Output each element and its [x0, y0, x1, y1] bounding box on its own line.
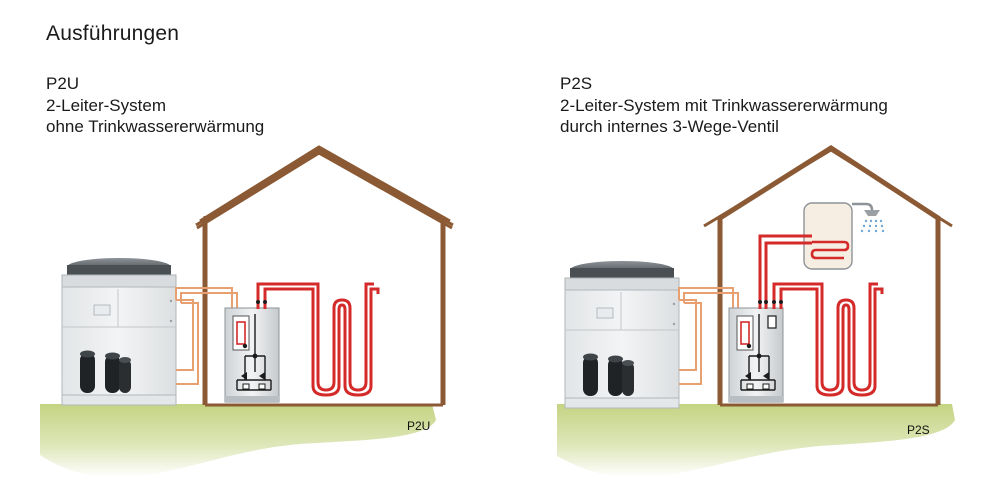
outdoor-unit-p2s [564, 260, 680, 409]
variant-p2s-line1: 2-Leiter-System mit Trinkwassererwärmung [560, 95, 888, 115]
heating-circuit-p2s [772, 282, 884, 397]
shower-icon [850, 202, 886, 234]
ground-p2u [40, 404, 436, 478]
outdoor-unit-p2u [61, 257, 177, 406]
variant-p2u-description: P2U 2-Leiter-System ohne Trinkwassererwä… [46, 73, 264, 138]
variant-label-p2s: P2S [907, 423, 930, 437]
connection-pipes-p2u [175, 287, 238, 385]
page-title: Ausführungen [46, 22, 180, 45]
hydraulic-module-p2u [224, 307, 280, 403]
variant-p2s-line2: durch internes 3-Wege-Ventil [560, 117, 779, 136]
variant-p2s-description: P2S 2-Leiter-System mit Trinkwassererwär… [560, 73, 888, 138]
variant-p2u-code: P2U [46, 74, 80, 93]
ground-p2s [557, 404, 955, 478]
connection-pipes-p2s [678, 287, 739, 385]
variant-p2s-code: P2S [560, 74, 593, 93]
diagram-p2u: P2U [40, 145, 454, 478]
variant-label-p2u: P2U [407, 419, 430, 433]
heating-circuit-p2u [256, 282, 380, 397]
variant-p2u-line2: ohne Trinkwassererwärmung [46, 117, 265, 136]
variant-p2u-line1: 2-Leiter-System [46, 95, 166, 115]
diagram-p2s: P2S [557, 145, 955, 478]
dhw-circuit-p2s [758, 234, 812, 309]
